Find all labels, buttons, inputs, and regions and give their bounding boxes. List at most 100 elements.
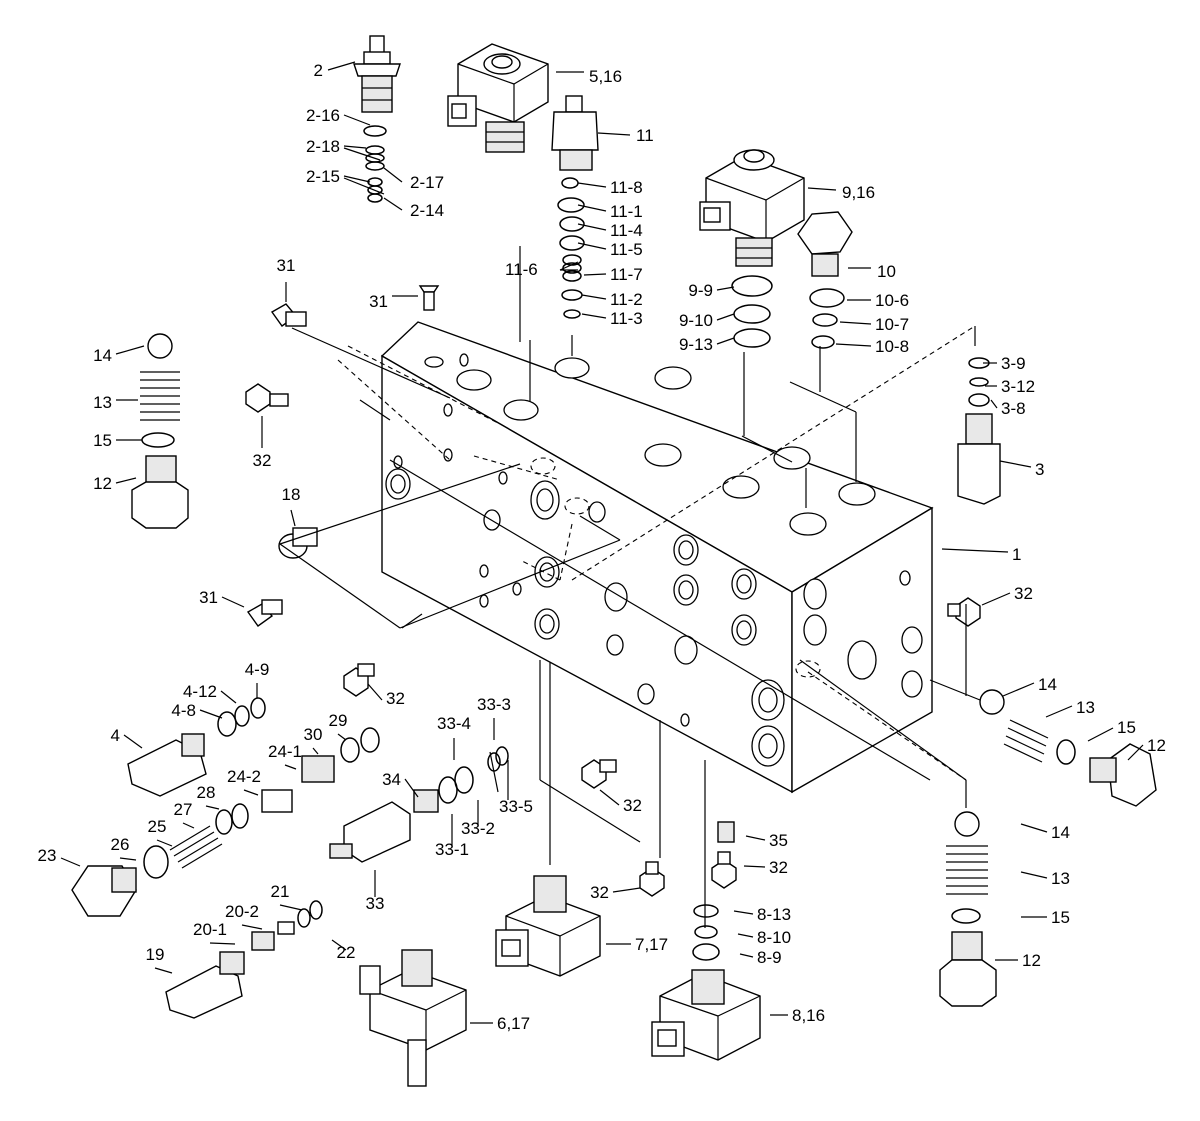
leader-line [209,942,236,945]
callout-8-16: 8,16 [792,1006,825,1025]
leader-line [716,313,735,321]
leader-line [799,659,967,781]
hidden-line [519,559,561,581]
spring-and-plug-group [71,727,380,917]
callout-32f: 32 [590,883,609,902]
callout-9-16: 9,16 [842,183,875,202]
callout-3-12: 3-12 [1001,377,1035,396]
leader-line [1002,682,1035,697]
leader-line [343,147,381,161]
plug-spring-stack-right [979,689,1157,807]
leader-line [243,789,259,796]
leader-line [990,399,998,409]
leader-line [343,175,371,183]
valve-block-body [380,321,934,794]
leader-line [835,343,872,347]
callout-26: 26 [111,835,130,854]
leader-line [999,460,1032,468]
callout-4-9: 4-9 [245,660,270,679]
leader-line [581,294,607,300]
callout-9-9: 9-9 [688,281,713,300]
leader-line [401,613,423,629]
callout-11-3: 11-3 [610,309,643,328]
hidden-line [347,345,501,425]
leader-line [539,779,641,843]
callout-11-2: 11-2 [610,290,643,309]
hidden-line [473,455,561,481]
leader-line [599,789,620,806]
o-rings-part-10 [809,288,845,349]
leader-line [284,764,297,770]
leader-line [221,596,245,608]
part-number-callouts: 22-162-182-172-152-145,161111-811-111-41… [38,61,1166,1033]
valve-part-19-group [165,900,323,1019]
leader-line [241,924,263,930]
leader-line [291,327,451,399]
callout-14c: 14 [1051,823,1070,842]
plug-spring-stack-left [131,333,189,529]
callout-11-8: 11-8 [610,178,643,197]
leader-line [199,709,223,719]
callout-32b: 32 [1014,584,1033,603]
leader-line [1045,705,1073,718]
leader-line [789,381,857,413]
leader-line [929,679,981,701]
leader-line [154,967,173,974]
leader-line [739,953,754,958]
solenoid-part-9 [699,149,805,267]
callout-11-7: 11-7 [610,265,643,284]
solenoid-part-8 [651,969,761,1061]
leader-line [597,132,631,136]
leader-line [1020,823,1048,833]
leader-lines [60,61,1144,1024]
solenoid-part-7 [495,875,601,977]
leader-line [220,690,237,704]
callout-33: 33 [366,894,385,913]
valve-part-4 [127,697,266,797]
leader-line [583,273,607,276]
callout-7-17: 7,17 [635,935,668,954]
leader-line [279,463,521,545]
leader-line [399,539,621,629]
leader-line [733,910,754,915]
spring-part-35 [717,821,735,843]
leader-line [279,543,401,629]
hidden-ports [530,457,821,678]
callout-11: 11 [636,126,654,145]
callout-12c: 12 [1022,951,1041,970]
callout-22: 22 [337,943,356,962]
leader-line [1087,727,1114,742]
leader-line [581,313,607,319]
cartridge-part-2 [353,35,401,113]
callout-13b: 13 [1076,698,1095,717]
leader-line [343,114,371,126]
hidden-line [337,359,451,461]
leader-line [559,261,579,271]
callout-4-8: 4-8 [171,701,196,720]
callout-2-17: 2-17 [410,173,444,192]
callout-15c: 15 [1051,908,1070,927]
plug-part-18 [278,527,318,559]
leader-line [807,187,837,191]
callout-24-1: 24-1 [268,742,302,761]
callout-3: 3 [1035,460,1044,479]
callout-33-1: 33-1 [435,840,469,859]
callout-3-8: 3-8 [1001,399,1026,418]
leader-line [119,857,137,861]
callout-27: 27 [174,800,193,819]
callout-20-2: 20-2 [225,902,259,921]
leader-line [182,822,195,829]
callout-32a: 32 [253,451,272,470]
leader-line [1020,871,1048,879]
callout-14a: 14 [93,346,112,365]
leader-line [577,204,607,212]
screw-part-32 [245,383,981,897]
leader-line [343,177,385,195]
callout-33-4: 33-4 [437,714,471,733]
callout-10: 10 [877,262,896,281]
leader-line [156,839,173,847]
leader-line [737,933,754,938]
callout-11-6: 11-6 [505,260,538,279]
leader-line [383,197,403,211]
callout-31a: 31 [277,256,296,275]
